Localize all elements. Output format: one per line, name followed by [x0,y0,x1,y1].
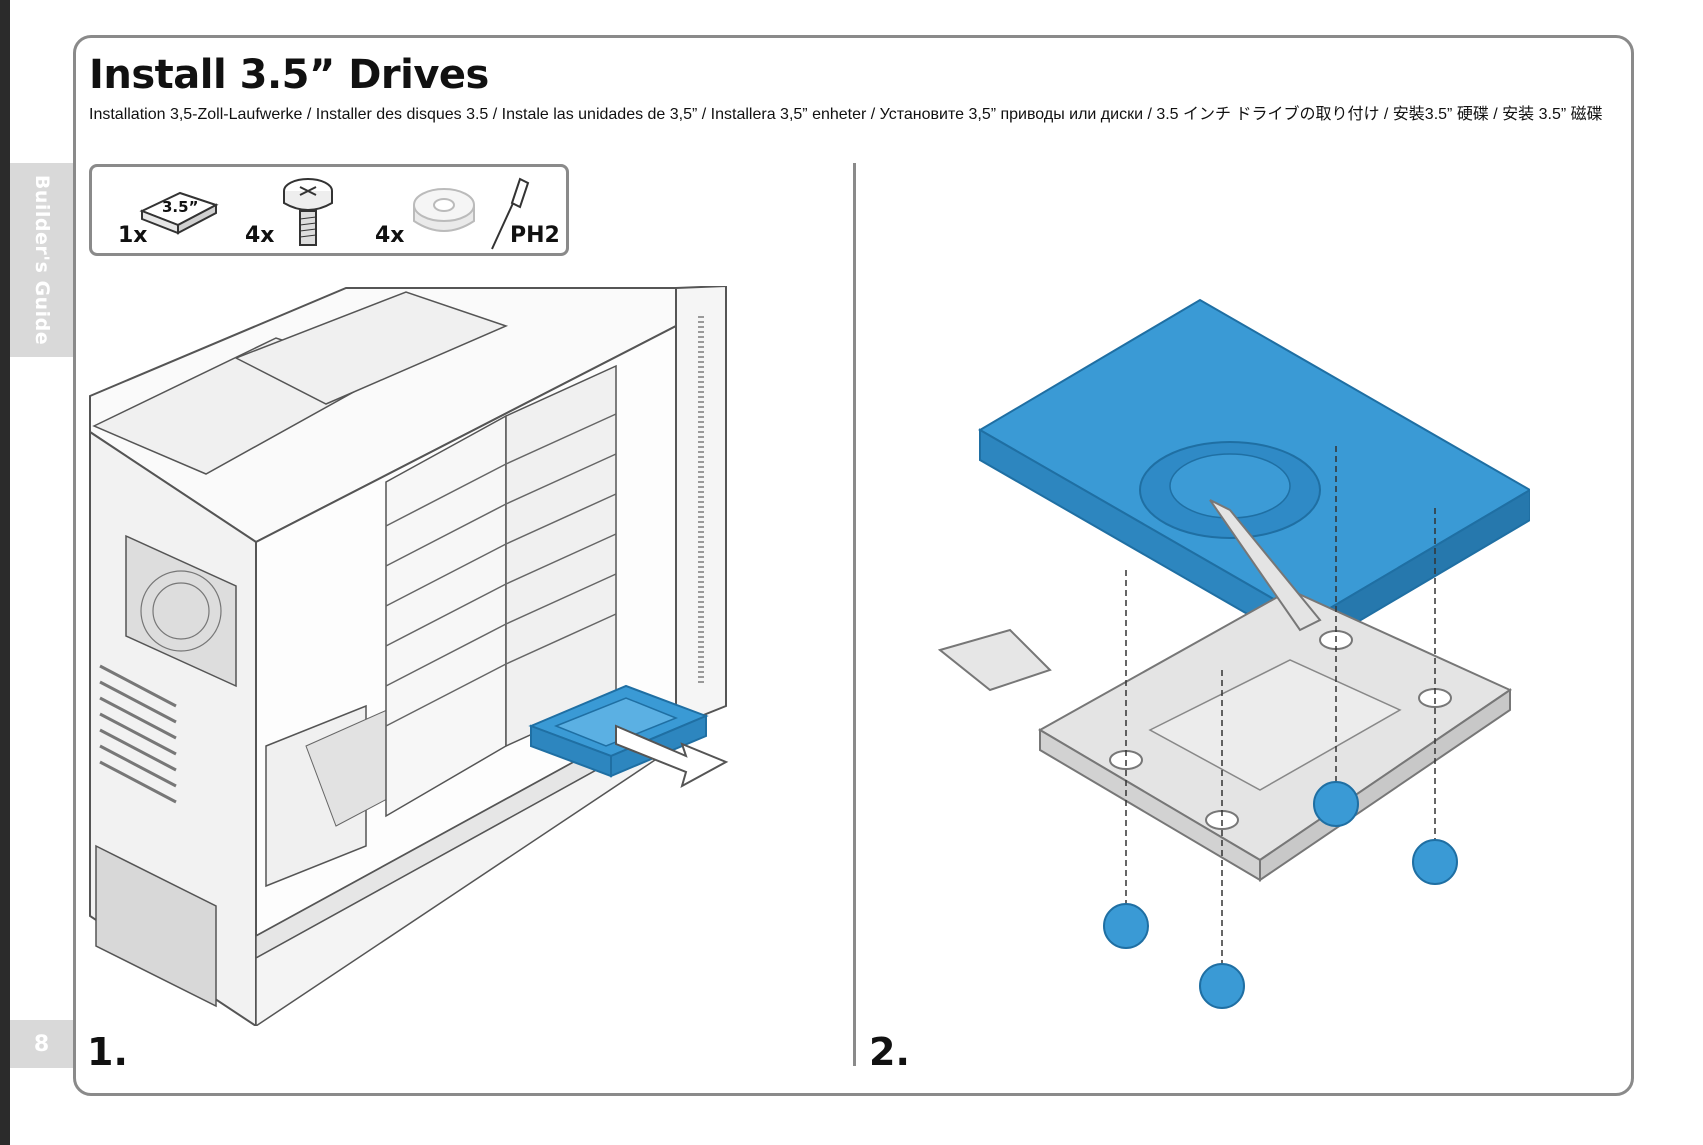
page-title: Install 3.5” Drives [89,52,489,98]
screw-icon [282,173,334,254]
hard-drive-icon: 3.5” [136,179,222,242]
screwdriver-label: PH2 [510,223,560,248]
screw-qty: 4x [245,223,275,248]
step-1-number: 1. [87,1030,128,1074]
drive-tray [937,499,1513,882]
page-number: 8 [33,1031,50,1057]
hard-drive-highlighted [978,298,1530,652]
page-subtitle-translations: Installation 3,5-Zoll-Laufwerke / Instal… [89,106,1603,123]
page-number-box [10,1020,73,1068]
screw-guide-lines [1125,446,1436,970]
expansion-slots [99,664,177,804]
step-1-case-illustration [89,286,729,1026]
screw-highlighted [1412,839,1458,885]
step-divider [853,163,856,1066]
step-2-number: 2. [869,1030,910,1074]
screw-highlighted [1313,781,1359,827]
rubber-grommet-icon [412,185,476,246]
step-2-drive-mount-illustration [937,298,1530,1009]
screw-highlighted [1103,903,1149,949]
drive-size-label: 3.5” [162,198,198,216]
side-tab-label: Builder's Guide [31,174,53,346]
side-tab [10,163,73,357]
slide-out-arrow [615,724,729,789]
left-edge-bar [0,0,10,1145]
parts-box: 1x 3.5” 4x 4x [89,164,569,256]
grommet-qty: 4x [375,223,405,248]
content-frame [73,35,1634,1096]
psu-vent [95,844,217,1008]
drive-qty: 1x [118,223,148,248]
drive-cage [385,364,617,818]
rear-fan-grille [125,534,237,688]
screw-highlighted [1199,963,1245,1009]
phillips-screwdriver-icon [488,175,534,256]
